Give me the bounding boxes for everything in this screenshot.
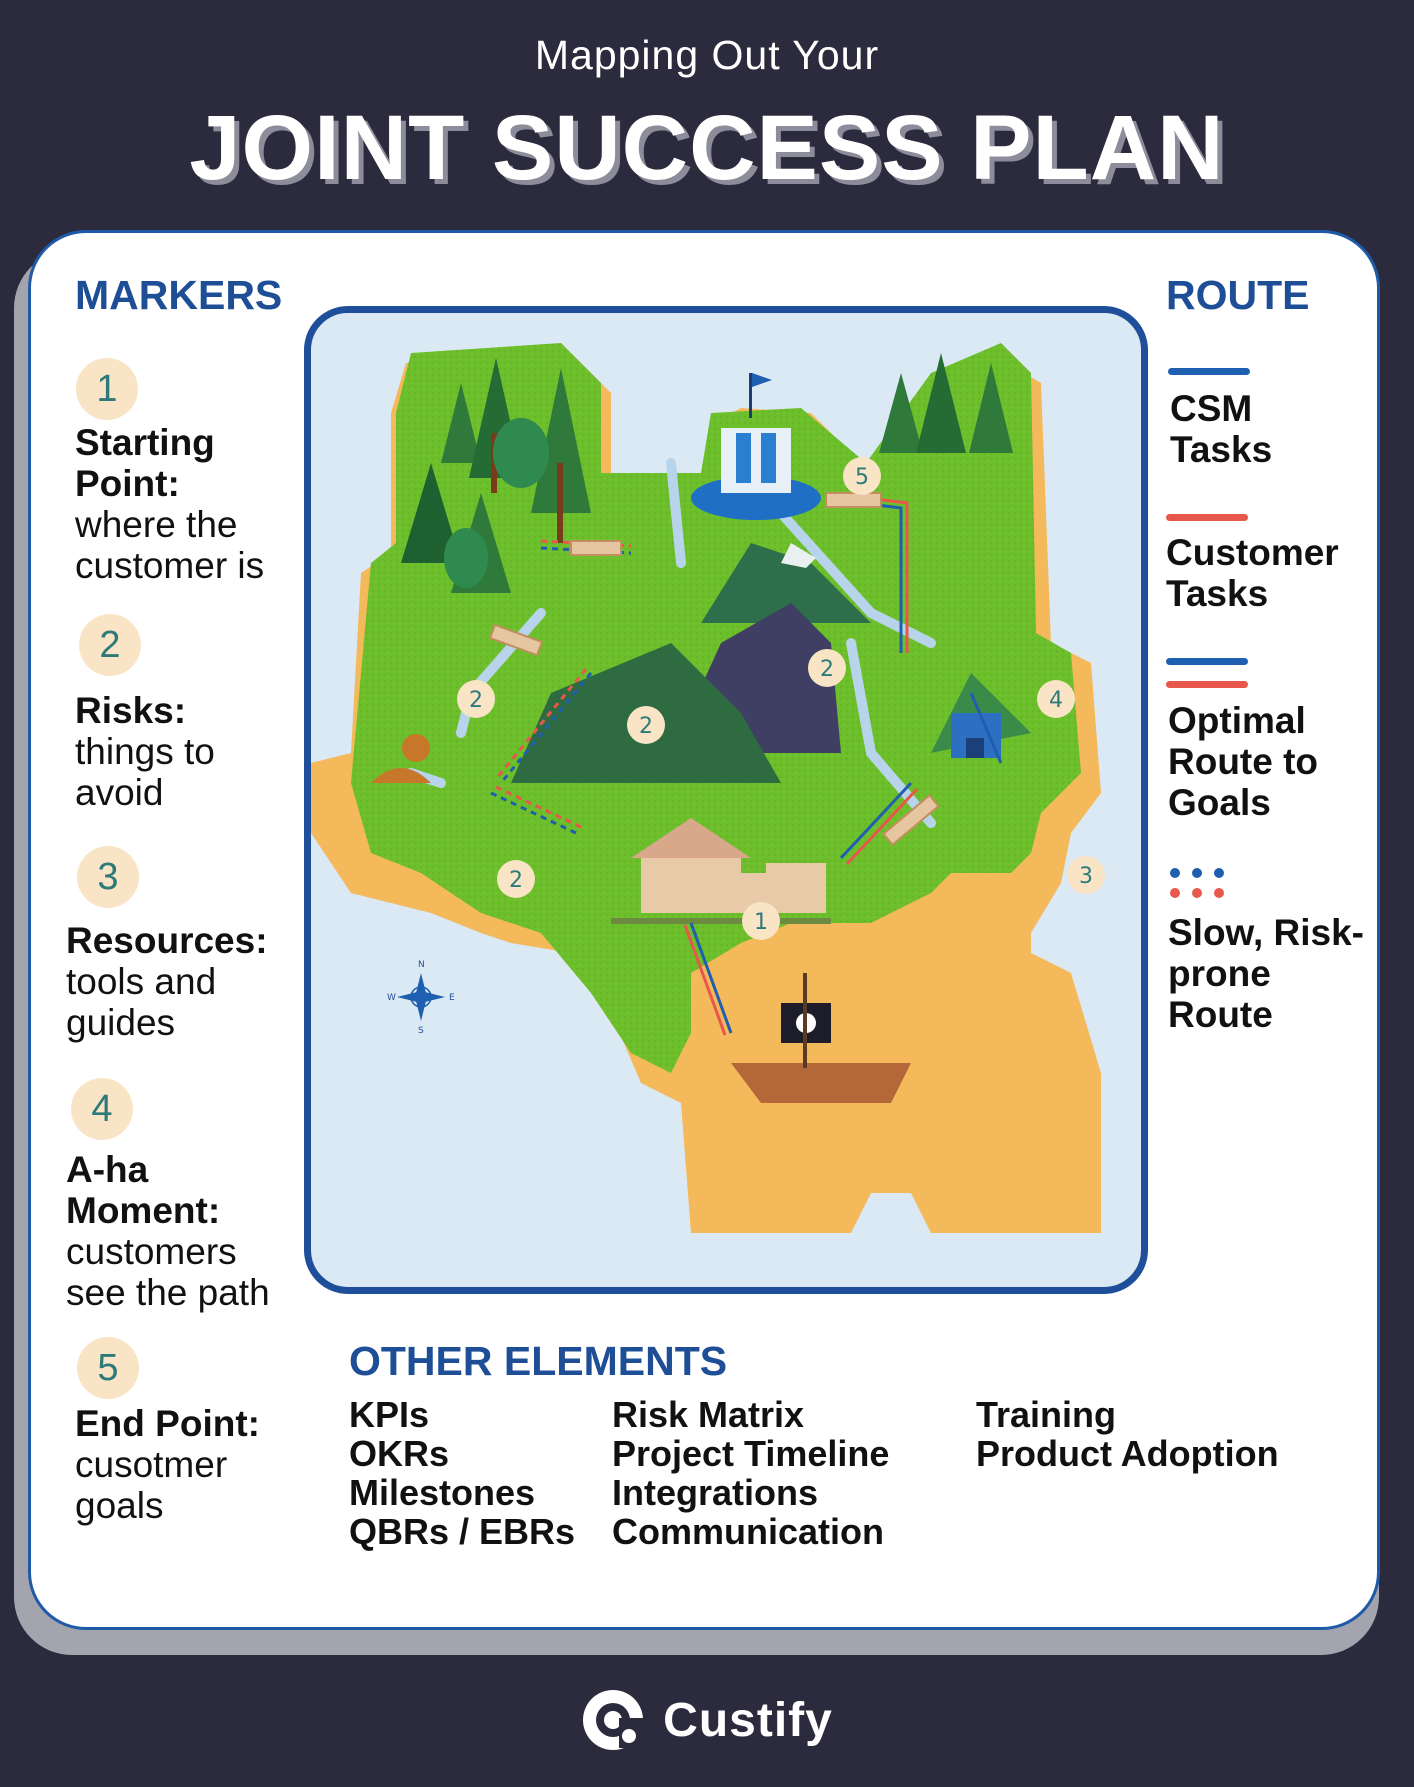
optimal-route-line-red (1166, 681, 1248, 688)
marker-4-desc: customers see the path (66, 1231, 270, 1313)
marker-1-text: Starting Point: where the customer is (75, 422, 295, 586)
marker-1-desc: where the customer is (75, 504, 265, 586)
forest-left (401, 358, 591, 593)
markers-heading: MARKERS (75, 272, 283, 318)
compass-s: S (418, 1026, 424, 1036)
compass-rose: N E S W (387, 960, 455, 1036)
map-marker-1: 1 (742, 902, 780, 940)
other-elements-col1: KPIs OKRs Milestones QBRs / EBRs (349, 1395, 575, 1551)
map-marker-2d-label: 2 (509, 868, 523, 893)
waterfall-goal (691, 373, 821, 520)
map-marker-1-label: 1 (754, 910, 768, 935)
marker-5-title: End Point: (75, 1403, 260, 1444)
marker-2-text: Risks: things to avoid (75, 690, 255, 813)
map-marker-4-label: 4 (1049, 688, 1063, 713)
map-marker-2c: 2 (627, 706, 665, 744)
map-marker-5: 5 (843, 457, 881, 495)
customer-route-label: Customer Tasks (1166, 532, 1339, 614)
map-marker-2c-label: 2 (639, 714, 653, 739)
marker-3-desc: tools and guides (66, 961, 217, 1043)
dragon (371, 734, 431, 783)
footer-brand: Custify (0, 1690, 1414, 1750)
compass-n: N (418, 960, 425, 970)
page-title: JOINT SUCCESS PLAN (189, 97, 1225, 199)
custify-logo-icon (583, 1690, 646, 1750)
marker-3-text: Resources: tools and guides (66, 920, 306, 1043)
csm-route-label: CSM Tasks (1170, 388, 1273, 470)
marker-3-title: Resources: (66, 920, 268, 961)
element-training: Training (976, 1394, 1117, 1435)
map-markers: 5 2 2 2 4 2 3 1 (457, 457, 1105, 940)
map-marker-4: 4 (1037, 680, 1075, 718)
element-risk-matrix: Risk Matrix (612, 1394, 805, 1435)
other-elements-heading: OTHER ELEMENTS (349, 1338, 728, 1384)
marker-1-badge: 1 (76, 358, 138, 420)
map-marker-2a: 2 (808, 649, 846, 687)
map-marker-3-label: 3 (1079, 864, 1093, 889)
route-heading: ROUTE (1166, 272, 1310, 318)
element-qbrs: QBRs / EBRs (349, 1511, 576, 1552)
map-marker-2a-label: 2 (820, 657, 834, 682)
marker-1-title: Starting Point: (75, 422, 215, 504)
other-elements-col2: Risk Matrix Project Timeline Integration… (612, 1395, 889, 1551)
compass-e: E (449, 993, 455, 1003)
other-elements-col3: Training Product Adoption (976, 1395, 1279, 1473)
marker-5-desc: cusotmer goals (75, 1444, 228, 1526)
element-project-timeline: Project Timeline (612, 1433, 890, 1474)
marker-4-badge: 4 (71, 1078, 133, 1140)
map-marker-2b: 2 (457, 680, 495, 718)
element-milestones: Milestones (349, 1472, 536, 1513)
marker-4-title: A-ha Moment: (66, 1149, 221, 1231)
element-kpis: KPIs (349, 1394, 430, 1435)
marker-3-badge: 3 (77, 846, 139, 908)
risk-route-label: Slow, Risk-prone Route (1168, 912, 1365, 1035)
element-okrs: OKRs (349, 1433, 450, 1474)
customer-route-line (1166, 514, 1248, 521)
brand-name: Custify (663, 1693, 833, 1747)
marker-5-badge: 5 (77, 1337, 139, 1399)
marker-2-badge: 2 (79, 614, 141, 676)
treasure-map: N E S W 5 2 2 2 4 2 3 1 (304, 306, 1148, 1294)
element-communication: Communication (612, 1511, 885, 1552)
map-marker-2d: 2 (497, 860, 535, 898)
element-product-adoption: Product Adoption (976, 1433, 1279, 1474)
page-subtitle: Mapping Out Your (534, 32, 880, 78)
marker-5-text: End Point: cusotmer goals (75, 1403, 275, 1526)
pirate-ship (731, 973, 911, 1103)
village (611, 818, 831, 924)
risk-route-dots (1170, 868, 1240, 902)
forest-right (879, 353, 1013, 453)
marker-2-desc: things to avoid (75, 731, 215, 813)
optimal-route-line-blue (1166, 658, 1248, 665)
bridges (488, 492, 940, 847)
map-illustration: N E S W 5 2 2 2 4 2 3 1 (311, 343, 1105, 1233)
map-marker-2b-label: 2 (469, 688, 483, 713)
optimal-route-label: Optimal Route to Goals (1168, 700, 1319, 823)
map-marker-3: 3 (1067, 856, 1105, 894)
marker-2-title: Risks: (75, 690, 187, 731)
compass-w: W (387, 993, 396, 1003)
map-marker-5-label: 5 (855, 465, 869, 490)
marker-4-text: A-ha Moment: customers see the path (66, 1149, 306, 1313)
element-integrations: Integrations (612, 1472, 819, 1513)
csm-route-line (1168, 368, 1250, 375)
